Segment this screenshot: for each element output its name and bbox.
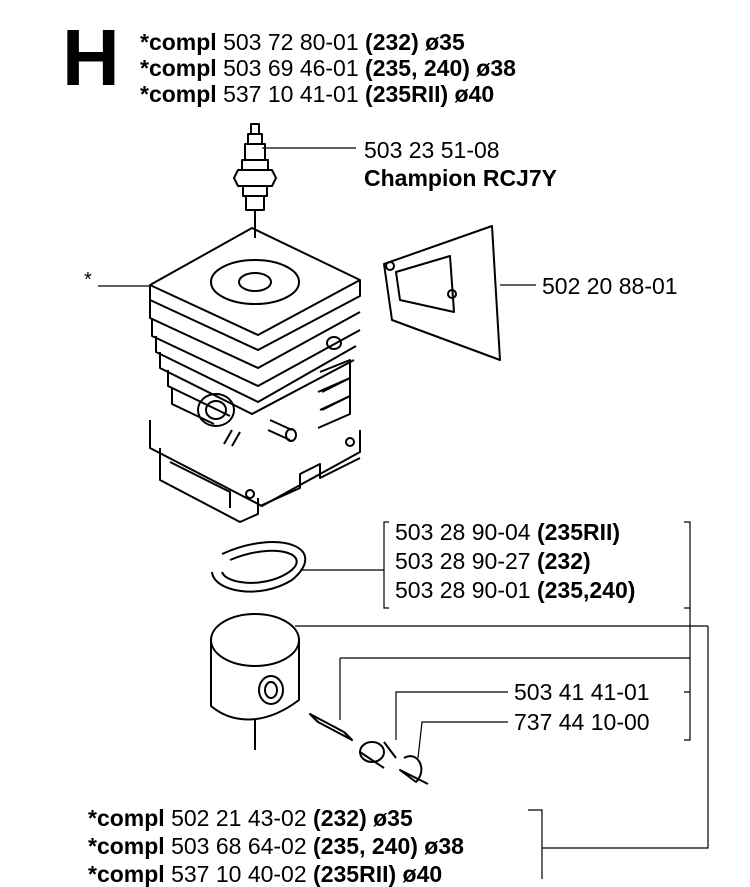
part-number: 537 10 40-02 [171, 861, 307, 887]
part-number: 502 21 43-02 [171, 805, 307, 831]
ring-line-2: 503 28 90-27 (232) [395, 549, 591, 574]
spark-plug-brand: Champion RCJ7Y [364, 165, 557, 191]
header-line-1: *compl 503 72 80-01 (232) ø35 [140, 30, 465, 55]
piston-ring-illustration [211, 541, 307, 593]
cylinder-illustration [149, 227, 361, 523]
model-info: (235, 240) ø38 [313, 833, 464, 859]
circlip-number: 737 44 10-00 [514, 709, 650, 735]
gasket-illustration [383, 225, 501, 361]
spark-plug-illustration [233, 123, 277, 238]
part-number: 503 68 64-02 [171, 833, 307, 859]
spark-plug-number: 503 23 51-08 [364, 137, 500, 163]
model-info: (235RII) ø40 [313, 861, 443, 887]
model-info: (232) ø35 [313, 805, 413, 831]
model-info: (235RII) [536, 519, 621, 545]
header-line-2: *compl 503 69 46-01 (235, 240) ø38 [140, 56, 516, 81]
cylinder-reference-mark: * [84, 269, 92, 291]
model-info: (232) [536, 548, 591, 574]
compl-label: *compl [88, 861, 165, 887]
part-number: 503 69 46-01 [223, 55, 359, 81]
compl-label: *compl [140, 29, 217, 55]
compl-label: *compl [88, 805, 165, 831]
piston-pin-illustration [309, 713, 353, 741]
piston-illustration [210, 613, 300, 750]
part-number: 503 28 90-04 [395, 519, 531, 545]
part-number: 503 72 80-01 [223, 29, 359, 55]
compl-label: *compl [140, 55, 217, 81]
footer-line-3: *compl 537 10 40-02 (235RII) ø40 [88, 862, 442, 887]
model-info: (235,240) [536, 577, 636, 603]
compl-label: *compl [140, 81, 217, 107]
footer-line-1: *compl 502 21 43-02 (232) ø35 [88, 806, 413, 831]
compl-label: *compl [88, 833, 165, 859]
ring-line-1: 503 28 90-04 (235RII) [395, 520, 620, 545]
gasket-number: 502 20 88-01 [542, 273, 678, 299]
footer-line-2: *compl 503 68 64-02 (235, 240) ø38 [88, 834, 464, 859]
model-info: (232) ø35 [365, 29, 465, 55]
model-info: (235, 240) ø38 [365, 55, 516, 81]
ring-line-3: 503 28 90-01 (235,240) [395, 578, 635, 603]
model-info: (235RII) ø40 [365, 81, 495, 107]
needle-bearing-illustration [359, 741, 397, 769]
part-number: 537 10 41-01 [223, 81, 359, 107]
part-number: 503 28 90-01 [395, 577, 531, 603]
part-number: 503 28 90-27 [395, 548, 531, 574]
circlip-illustration [399, 755, 429, 785]
header-line-3: *compl 537 10 41-01 (235RII) ø40 [140, 82, 494, 107]
bearing-number: 503 41 41-01 [514, 679, 650, 705]
section-letter: H [62, 13, 120, 102]
